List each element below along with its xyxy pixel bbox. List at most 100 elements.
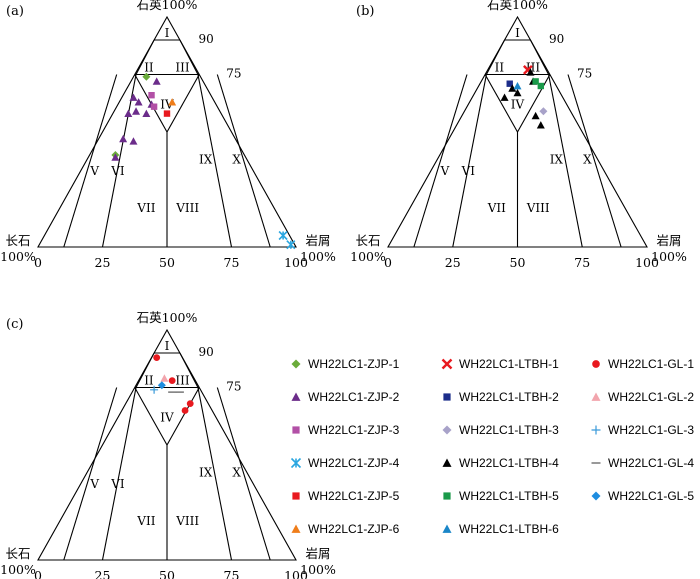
apex-quartz: 石英100% [487,0,548,12]
apex-feldspar: 长石 [355,233,380,248]
point-WH22LC1-LTBH-4-4-shape [513,88,522,97]
legend-item-12: WH22LC1-GL-4 [591,456,694,470]
apex-lithic-pct: 100% [300,562,336,577]
zone-label-9: IX [199,466,213,480]
zone-label-10: X [232,153,241,167]
zone-label-10: X [583,153,592,167]
point-WH22LC1-ZJP-2-7 [124,109,133,117]
legend-marker-16 [291,524,301,533]
point-WH22LC1-ZJP-2-1-shape [152,77,161,85]
legend-label-4: WH22LC1-ZJP-2 [308,390,400,404]
point-WH22LC1-LTBH-4-5-shape [500,93,509,101]
legend-item-7: WH22LC1-ZJP-3 [292,423,400,437]
zone-line-mid-right [517,74,551,133]
apex-lithic: 岩屑 [305,233,330,248]
legend-item-2: WH22LC1-LTBH-1 [441,357,559,371]
tick-label-50: 50 [510,255,526,270]
tick-label-75: 75 [224,255,240,270]
legend-item-15: WH22LC1-GL-5 [591,489,694,503]
zone-line-left-2 [101,387,137,561]
tick-label-25: 25 [95,255,111,270]
point-WH22LC1-ZJP-2-5-shape [132,107,141,115]
point-WH22LC1-LTBH-4-3-shape [508,84,517,92]
zone-label-1: I [515,26,520,40]
point-WH22LC1-ZJP-1-1-shape [142,72,151,81]
zone-line-top-2 [179,39,199,75]
zone-line-right-2 [197,74,233,248]
legend-marker-15 [591,491,601,501]
point-WH22LC1-ZJP-2-6 [142,109,151,117]
tick-label-100: 100 [284,255,308,270]
legend-marker-16-shape [291,524,301,533]
point-WH22LC1-LTBH-4-6-shape [531,111,540,120]
grade-label-75: 75 [226,67,241,81]
point-WH22LC1-GL-1-2 [168,377,176,384]
legend-item-4: WH22LC1-ZJP-2 [291,390,400,404]
zone-line-right-1 [216,74,271,248]
legend-label-3: WH22LC1-GL-1 [608,357,694,371]
legend-item-16: WH22LC1-ZJP-6 [291,522,400,536]
point-WH22LC1-ZJP-2-8-shape [119,134,128,143]
apex-feldspar-pct: 100% [350,249,386,264]
zone-line-left-1 [63,387,118,561]
tick-label-25: 25 [445,255,461,270]
legend-label-8: WH22LC1-LTBH-3 [459,423,559,437]
point-WH22LC1-ZJP-2-5 [132,107,141,115]
legend-marker-11-shape [442,458,452,467]
legend-marker-2-shape [441,358,453,370]
zone-line-top-2 [529,39,550,75]
point-WH22LC1-ZJP-2-7-shape [124,109,133,117]
zone-line-left-2 [452,74,487,248]
apex-lithic: 岩屑 [656,233,681,248]
zone-label-8: VIII [175,201,199,215]
point-WH22LC1-GL-1-1-shape [153,354,161,361]
apex-lithic-pct: 100% [651,249,687,264]
point-WH22LC1-ZJP-4-2-shape [286,240,296,250]
zone-label-7: VII [136,201,155,215]
legend-item-8: WH22LC1-LTBH-3 [442,423,559,437]
point-WH22LC1-GL-1-3 [186,400,194,407]
legend-item-1: WH22LC1-ZJP-1 [291,357,400,371]
zone-label-7: VII [487,201,506,215]
legend-item-17: WH22LC1-LTBH-6 [442,522,559,536]
zone-label-5: V [89,164,99,178]
legend-item-13: WH22LC1-ZJP-5 [292,489,400,503]
point-WH22LC1-ZJP-2-3-shape [134,98,143,106]
point-WH22LC1-LTBH-4-1-shape [526,68,535,76]
legend-marker-5 [443,393,451,401]
zone-label-10: X [232,466,241,480]
tick-label-50: 50 [159,255,175,270]
legend-marker-15-shape [591,491,601,501]
legend-item-5: WH22LC1-LTBH-2 [443,390,559,404]
tick-label-25: 25 [95,568,111,579]
legend-marker-9-shape [591,425,601,435]
point-WH22LC1-ZJP-2-1 [152,77,161,85]
zone-line-left-1 [413,74,468,248]
point-WH22LC1-ZJP-1-1 [142,72,151,81]
legend-marker-11 [442,458,452,467]
legend-marker-6-shape [591,392,601,401]
legend-label-7: WH22LC1-ZJP-3 [308,423,400,437]
apex-quartz: 石英100% [137,310,198,325]
apex-lithic-pct: 100% [300,249,336,264]
legend-marker-14 [443,492,451,500]
zone-line-top-1 [135,39,155,75]
point-WH22LC1-GL-1-4-shape [181,407,189,414]
zone-label-3: III [175,374,189,388]
point-WH22LC1-ZJP-3-2-shape [150,103,158,110]
point-WH22LC1-GL-1-1 [153,354,161,361]
tick-label-100: 100 [635,255,659,270]
grade-label-90: 90 [198,32,213,46]
legend-marker-17 [442,524,452,533]
zone-line-mid-right [166,387,200,446]
point-WH22LC1-LTBH-6-1-shape [513,82,522,90]
legend-marker-7-shape [292,426,300,434]
point-WH22LC1-LTBH-2-1 [506,80,513,87]
legend-label-2: WH22LC1-LTBH-1 [459,357,559,371]
legend-label-16: WH22LC1-ZJP-6 [308,522,400,536]
point-WH22LC1-ZJP-2-10-shape [111,153,120,161]
legend-label-11: WH22LC1-LTBH-4 [459,456,559,470]
zone-label-4: IV [160,97,174,111]
legend-label-12: WH22LC1-GL-4 [608,456,694,470]
legend-marker-5-shape [443,393,451,401]
